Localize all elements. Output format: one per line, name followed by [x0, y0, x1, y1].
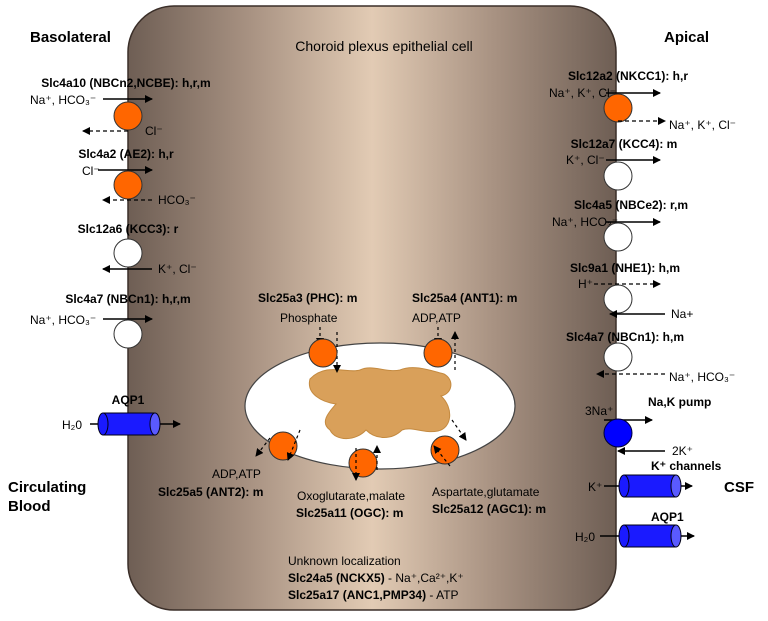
k-channels-sub: K⁺: [588, 480, 602, 494]
ant1-transporter: [423, 338, 453, 368]
slc12a7-name: Slc12a7 (KCC4): m: [571, 137, 678, 151]
nckx5-ions: - Na⁺,Ca²⁺,K⁺: [385, 571, 464, 585]
slc12a6-out: K⁺, Cl⁻: [158, 262, 197, 276]
phc-sub: Phosphate: [280, 311, 338, 325]
aqp1-api-sub: H₂0: [575, 530, 595, 544]
phc-name: Slc25a3 (PHC): m: [258, 291, 357, 305]
ant2-name: Slc25a5 (ANT2): m: [158, 485, 263, 499]
slc4a10-transporter: [113, 101, 143, 131]
basolateral-label: Basolateral: [30, 29, 111, 46]
slc4a2-in: Cl⁻: [82, 164, 100, 178]
slc12a2-out: Na⁺, K⁺, Cl⁻: [669, 118, 736, 132]
ogc-sub: Oxoglutarate,malate: [297, 489, 405, 503]
csf-label: CSF: [724, 479, 754, 496]
agc1-sub: Aspartate,glutamate: [432, 485, 540, 499]
slc9a1-out: Na+: [671, 307, 693, 321]
ant1-sub: ADP,ATP: [412, 311, 461, 325]
nckx5-name: Slc24a5 (NCKX5): [288, 571, 385, 585]
aqp1-api-channel: [670, 524, 682, 548]
apical-label: Apical: [664, 29, 709, 46]
slc4a10-in: Na⁺, HCO₃⁻: [30, 93, 96, 107]
slc4a7-api-out: Na⁺, HCO₃⁻: [669, 370, 735, 384]
agc1-name: Slc25a12 (AGC1): m: [432, 502, 546, 516]
agc1-transporter: [430, 435, 460, 465]
blood-label-line1: Circulating: [8, 479, 86, 496]
unknown-title: Unknown localization: [288, 554, 401, 568]
slc12a6-transporter: [113, 238, 143, 268]
k-channels-name: K⁺ channels: [651, 459, 722, 473]
unknown-line2: Slc25a17 (ANC1,PMP34) - ATP: [288, 588, 459, 602]
ant2-transporter: [268, 431, 298, 461]
nak-pump-in: 3Na⁺: [585, 404, 613, 418]
slc4a7-baso-in: Na⁺, HCO₃⁻: [30, 313, 96, 327]
slc4a10-name: Slc4a10 (NBCn2,NCBE): h,r,m: [41, 76, 210, 90]
slc4a5-in: Na⁺, HCO₃⁻: [552, 215, 618, 229]
slc12a2-in: Na⁺, K⁺, Cl⁻: [549, 86, 616, 100]
slc9a1-transporter: [603, 284, 633, 314]
slc4a7-baso-name: Slc4a7 (NBCn1): h,r,m: [65, 292, 190, 306]
slc9a1-name: Slc9a1 (NHE1): h,m: [570, 261, 680, 275]
slc12a2-name: Slc12a2 (NKCC1): h,r: [568, 69, 688, 83]
slc4a2-transporter: [113, 170, 143, 200]
slc4a2-out: HCO₃⁻: [158, 193, 196, 207]
k-channel-icon: [670, 474, 682, 498]
slc12a2-transporter: [603, 93, 633, 123]
cell-title: Choroid plexus epithelial cell: [295, 38, 472, 54]
slc12a6-name: Slc12a6 (KCC3): r: [78, 222, 179, 236]
aqp1-baso-channel: [149, 412, 161, 436]
slc4a5-transporter: [603, 222, 633, 252]
mitochondria-cristae: [308, 367, 452, 440]
slc4a2-name: Slc4a2 (AE2): h,r: [78, 147, 174, 161]
unknown-line1: Slc24a5 (NCKX5) - Na⁺,Ca²⁺,K⁺: [288, 571, 464, 585]
nak-pump-icon: [603, 418, 633, 448]
nak-pump-name: Na,K pump: [648, 395, 711, 409]
nak-pump-out: 2K⁺: [672, 444, 693, 458]
slc9a1-in: H⁺: [578, 277, 593, 291]
ogc-transporter: [348, 448, 378, 478]
aqp1-baso-name: AQP1: [112, 393, 145, 407]
blood-label-line2: Blood: [8, 498, 51, 515]
aqp1-api-name: AQP1: [651, 510, 684, 524]
slc4a7-api-transporter: [603, 342, 633, 372]
slc4a7-api-name: Slc4a7 (NBCn1): h,m: [566, 330, 684, 344]
slc12a7-in: K⁺, Cl⁻: [566, 153, 605, 167]
anc1-name: Slc25a17 (ANC1,PMP34): [288, 588, 426, 602]
anc1-ions: - ATP: [426, 588, 458, 602]
ogc-name: Slc25a11 (OGC): m: [296, 506, 403, 520]
slc12a7-transporter: [603, 161, 633, 191]
aqp1-baso-sub: H₂0: [62, 418, 82, 432]
slc4a5-name: Slc4a5 (NBCe2): r,m: [574, 198, 688, 212]
phc-transporter: [308, 338, 338, 368]
ant2-sub: ADP,ATP: [212, 467, 261, 481]
slc4a7-baso-transporter: [113, 319, 143, 349]
ant1-name: Slc25a4 (ANT1): m: [412, 291, 517, 305]
slc4a10-out: Cl⁻: [145, 124, 163, 138]
